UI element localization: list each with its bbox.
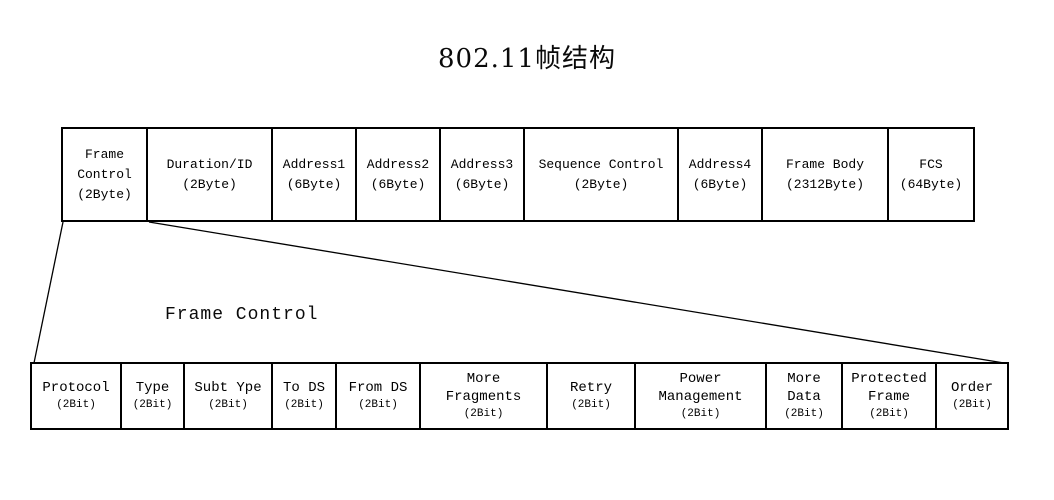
frame-control-bits-row: Protocol(2Bit)Type(2Bit)Subt Ype(2Bit)To… xyxy=(30,362,1009,430)
field-label: From DS xyxy=(348,380,408,396)
field-size-label: (2Bit) xyxy=(571,399,611,411)
field-label: Address3 xyxy=(450,156,514,172)
field-address4: Address4 (6Byte) xyxy=(679,129,763,220)
field-size-label: (2Bit) xyxy=(132,399,173,411)
field-label: To DS xyxy=(282,380,325,396)
field-frame-body: Frame Body (2312Byte) xyxy=(763,129,889,220)
bit-field-from-ds: From DS (2Bit) xyxy=(337,364,421,428)
bit-field-protected-frame: Protected Frame (2Bit) xyxy=(843,364,937,428)
field-size-label: (2Bit) xyxy=(952,399,992,411)
bit-field-subt-ype: Subt Ype (2Bit) xyxy=(185,364,273,428)
field-size-label: (2Bit) xyxy=(784,408,824,420)
field-label: Protected Frame xyxy=(851,371,927,405)
field-label: FCS xyxy=(919,156,943,172)
field-duration-id: Duration/ID (2Byte) xyxy=(148,129,273,220)
bit-field-order: Order (2Bit) xyxy=(937,364,1007,428)
field-label: More Data xyxy=(787,371,821,405)
field-label: Order xyxy=(950,380,993,396)
field-label: Subt Ype xyxy=(194,380,262,396)
bit-field-more-data: More Data (2Bit) xyxy=(767,364,843,428)
field-size-label: (6Byte) xyxy=(286,176,342,192)
connector-line-right xyxy=(148,221,1005,364)
field-size-label: (2Byte) xyxy=(182,176,237,192)
field-sequence-control: Sequence Control (2Byte) xyxy=(525,129,679,220)
bit-field-power-management: Power Management (2Bit) xyxy=(636,364,767,428)
field-size-label: (6Byte) xyxy=(370,176,426,192)
field-size-label: (2Bit) xyxy=(680,408,721,420)
field-size-label: (64Byte) xyxy=(899,176,963,192)
bit-field-to-ds: To DS (2Bit) xyxy=(273,364,337,428)
field-size-label: (2Bit) xyxy=(463,408,504,420)
diagram-title: 802.11帧结构 xyxy=(438,44,616,74)
connector-line-left xyxy=(33,221,64,364)
field-label: Retry xyxy=(569,380,612,396)
field-size-label: (2Bit) xyxy=(56,399,96,411)
field-label: More Fragments xyxy=(445,371,522,405)
bit-field-retry: Retry (2Bit) xyxy=(548,364,636,428)
field-label: Frame Control xyxy=(77,146,132,182)
bit-field-type: Type (2Bit) xyxy=(122,364,185,428)
field-address1: Address1 (6Byte) xyxy=(273,129,357,220)
frame-fields-row: Frame Control (2Byte) Duration/ID (2Byte) Ad… xyxy=(61,127,975,222)
field-size-label: (2Bit) xyxy=(208,399,248,411)
field-address2: Address2 (6Byte) xyxy=(357,129,441,220)
bit-field-more-fragments: More Fragments (2Bit) xyxy=(421,364,548,428)
field-label: Address2 xyxy=(366,156,430,172)
field-frame-control: Frame Control (2Byte) xyxy=(63,129,148,220)
field-size-label: (6Byte) xyxy=(454,176,510,192)
field-label: Address4 xyxy=(688,156,752,172)
field-label: Frame Body xyxy=(785,156,864,172)
field-label: Duration/ID xyxy=(166,156,253,172)
field-size-label: (2Byte) xyxy=(77,186,132,202)
frame-control-section-label: Frame Control xyxy=(165,305,319,325)
field-size-label: (6Byte) xyxy=(692,176,748,192)
field-size-label: (2Byte) xyxy=(573,176,629,192)
field-size-label: (2Bit) xyxy=(284,399,324,411)
bit-field-protocol: Protocol (2Bit) xyxy=(32,364,122,428)
field-label: Protocol xyxy=(42,380,110,396)
field-label: Address1 xyxy=(282,156,346,172)
field-label: Power Management xyxy=(658,371,743,405)
field-address3: Address3 (6Byte) xyxy=(441,129,525,220)
field-fcs: FCS (64Byte) xyxy=(889,129,973,220)
field-size-label: (2Bit) xyxy=(869,408,909,420)
field-label: Type xyxy=(135,380,170,396)
field-label: Sequence Control xyxy=(538,156,664,172)
field-size-label: (2Bit) xyxy=(358,399,398,411)
field-size-label: (2312Byte) xyxy=(785,176,864,192)
